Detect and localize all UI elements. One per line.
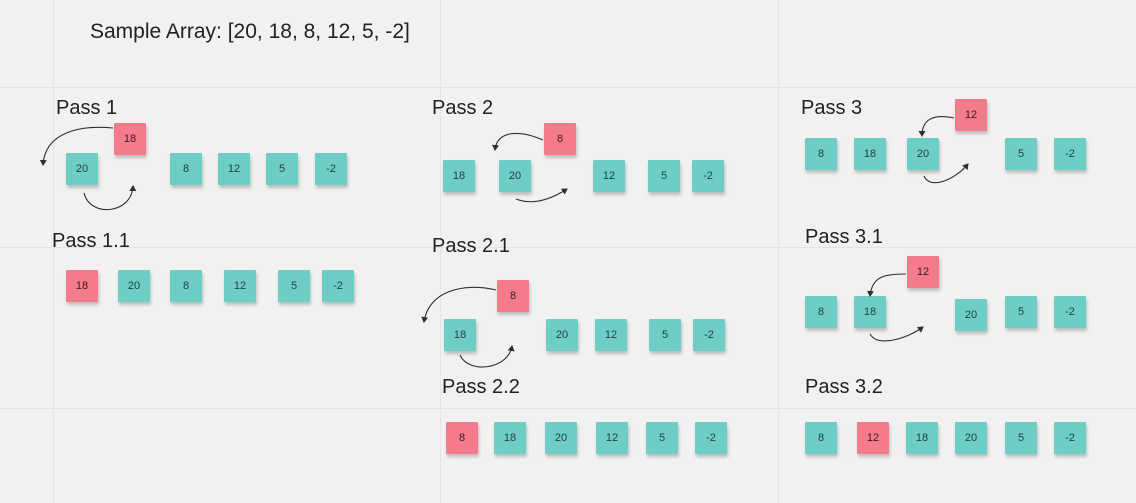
sticky-note[interactable]: 18 bbox=[66, 270, 98, 302]
connector-arrow bbox=[869, 326, 924, 342]
sticky-note[interactable]: 18 bbox=[444, 319, 476, 351]
sticky-note[interactable]: 12 bbox=[907, 256, 939, 288]
sticky-note[interactable]: 20 bbox=[907, 138, 939, 170]
sticky-note[interactable]: 20 bbox=[955, 422, 987, 454]
sticky-note[interactable]: 5 bbox=[646, 422, 678, 454]
pass-3-2-label: Pass 3.2 bbox=[805, 376, 883, 398]
sticky-note[interactable]: 18 bbox=[494, 422, 526, 454]
sticky-note[interactable]: 5 bbox=[1005, 422, 1037, 454]
sticky-note[interactable]: -2 bbox=[693, 319, 725, 351]
connector-arrow bbox=[421, 286, 497, 323]
pass-3-1-label: Pass 3.1 bbox=[805, 226, 883, 248]
sticky-note[interactable]: 12 bbox=[955, 99, 987, 131]
grid-line bbox=[440, 0, 441, 503]
sticky-note[interactable]: -2 bbox=[1054, 138, 1086, 170]
sticky-note[interactable]: -2 bbox=[692, 160, 724, 192]
sticky-note[interactable]: 5 bbox=[1005, 138, 1037, 170]
grid-line bbox=[0, 87, 1136, 88]
pass-2-1-label: Pass 2.1 bbox=[432, 235, 510, 257]
sticky-note[interactable]: 12 bbox=[857, 422, 889, 454]
sticky-note[interactable]: 20 bbox=[499, 160, 531, 192]
sticky-note[interactable]: 12 bbox=[218, 153, 250, 185]
sticky-note[interactable]: 8 bbox=[446, 422, 478, 454]
sticky-note[interactable]: -2 bbox=[695, 422, 727, 454]
connector-arrow bbox=[83, 185, 137, 210]
pass-3-label: Pass 3 bbox=[801, 97, 863, 119]
sticky-note[interactable]: 8 bbox=[805, 422, 837, 454]
sticky-note[interactable]: 5 bbox=[648, 160, 680, 192]
sticky-note[interactable]: -2 bbox=[1054, 422, 1086, 454]
grid-line bbox=[0, 247, 1136, 248]
sticky-note[interactable]: -2 bbox=[322, 270, 354, 302]
sticky-note[interactable]: 8 bbox=[170, 270, 202, 302]
sticky-note[interactable]: 5 bbox=[649, 319, 681, 351]
sticky-note[interactable]: 8 bbox=[544, 123, 576, 155]
sticky-note[interactable]: 18 bbox=[906, 422, 938, 454]
grid-line bbox=[0, 408, 1136, 409]
sticky-note[interactable]: 18 bbox=[854, 138, 886, 170]
sticky-note[interactable]: 12 bbox=[595, 319, 627, 351]
sticky-note[interactable]: 5 bbox=[1005, 296, 1037, 328]
sticky-note[interactable]: 12 bbox=[596, 422, 628, 454]
connector-arrow bbox=[918, 116, 955, 137]
sticky-note[interactable]: 20 bbox=[545, 422, 577, 454]
pass-2-label: Pass 2 bbox=[432, 97, 494, 119]
sample-array-title: Sample Array: [20, 18, 8, 12, 5, -2] bbox=[90, 20, 410, 43]
pass-2-2-label: Pass 2.2 bbox=[442, 376, 520, 398]
sticky-note[interactable]: 8 bbox=[170, 153, 202, 185]
sticky-note[interactable]: 20 bbox=[66, 153, 98, 185]
sticky-note[interactable]: 20 bbox=[546, 319, 578, 351]
sticky-note[interactable]: 8 bbox=[805, 296, 837, 328]
sticky-note[interactable]: 8 bbox=[805, 138, 837, 170]
sticky-note[interactable]: 5 bbox=[266, 153, 298, 185]
grid-line bbox=[778, 0, 779, 503]
sticky-note[interactable]: 20 bbox=[955, 299, 987, 331]
pass-1-1-label: Pass 1.1 bbox=[52, 230, 130, 252]
sticky-note[interactable]: 12 bbox=[593, 160, 625, 192]
sticky-note[interactable]: 18 bbox=[854, 296, 886, 328]
sticky-note[interactable]: 18 bbox=[114, 123, 146, 155]
sticky-note[interactable]: 5 bbox=[278, 270, 310, 302]
sticky-note[interactable]: 12 bbox=[224, 270, 256, 302]
sticky-note[interactable]: 20 bbox=[118, 270, 150, 302]
connector-arrow bbox=[867, 273, 907, 297]
sticky-note[interactable]: -2 bbox=[315, 153, 347, 185]
grid-line bbox=[53, 0, 54, 503]
sticky-note[interactable]: 8 bbox=[497, 280, 529, 312]
sticky-note[interactable]: -2 bbox=[1054, 296, 1086, 328]
connector-arrow bbox=[492, 132, 544, 151]
sticky-note[interactable]: 18 bbox=[443, 160, 475, 192]
pass-1-label: Pass 1 bbox=[56, 97, 118, 119]
